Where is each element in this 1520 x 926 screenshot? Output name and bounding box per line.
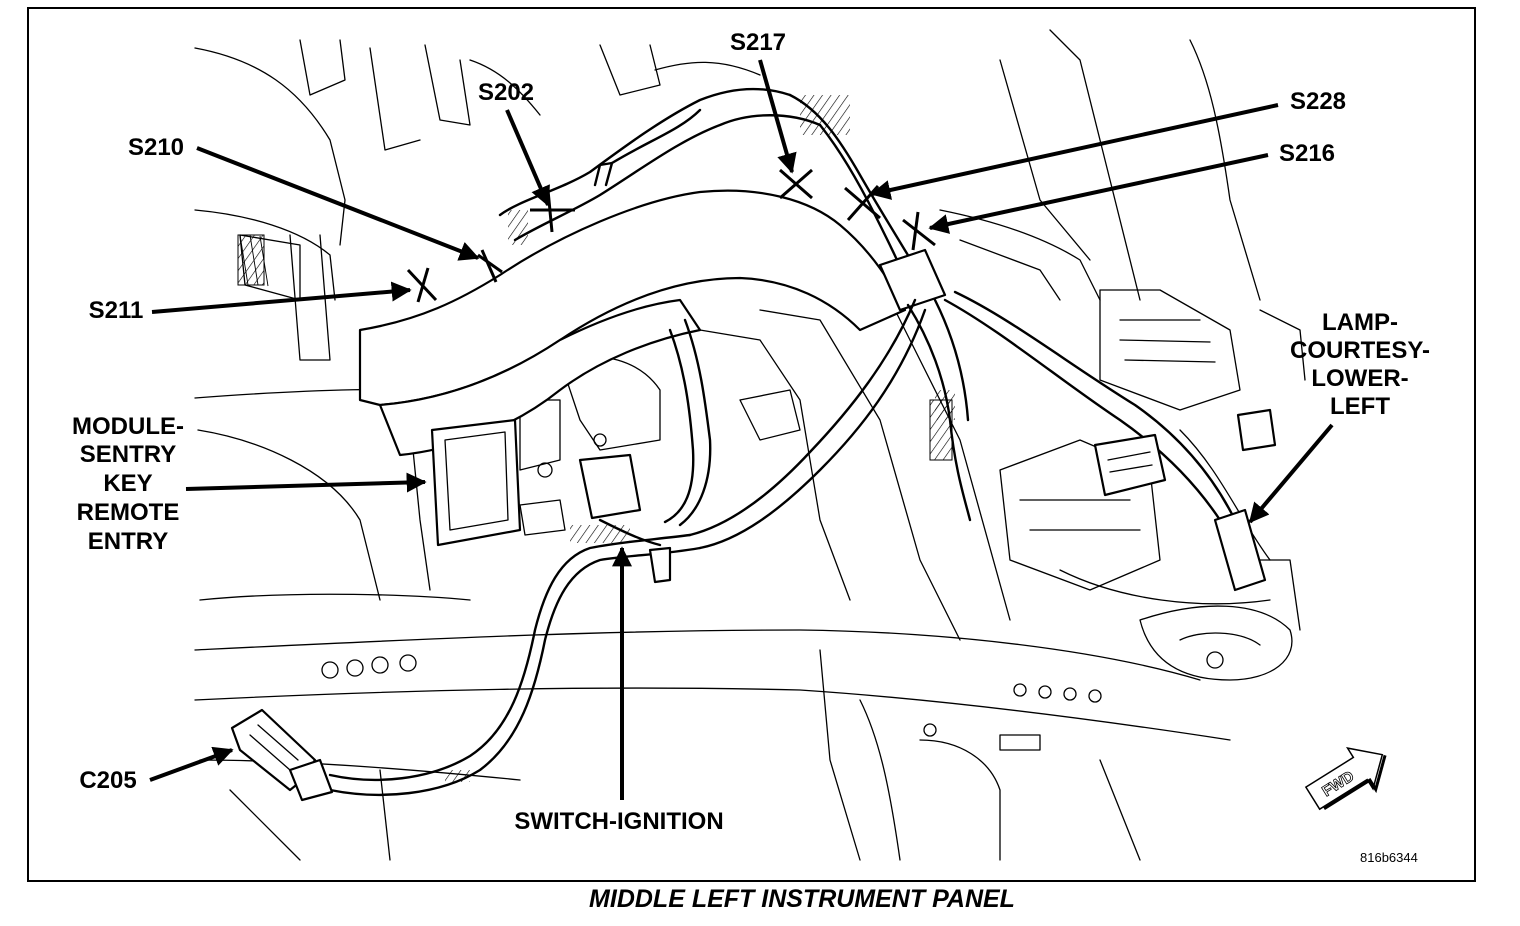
cross-car-beam — [358, 189, 907, 407]
leader-s210 — [196, 146, 480, 261]
leader-s217 — [758, 59, 797, 174]
leader-s202 — [505, 109, 550, 207]
diagram-frame — [27, 7, 1476, 882]
sentry-key-module — [430, 418, 566, 547]
leader-s211 — [151, 281, 412, 314]
label-c205: C205 — [79, 767, 136, 794]
svg-text:LAMP-: LAMP- — [1322, 309, 1398, 336]
svg-text:ENTRY: ENTRY — [88, 528, 168, 555]
svg-text:LEFT: LEFT — [1330, 393, 1390, 420]
leader-lamp — [1248, 423, 1334, 524]
callout-labels: S217 S202 S228 S210 S216 S211 LAMP- COUR… — [72, 29, 1430, 835]
diagram-caption: MIDDLE LEFT INSTRUMENT PANEL — [589, 885, 1015, 913]
fwd-arrow-badge: FWD — [1304, 747, 1387, 811]
splice-mark-s211 — [406, 267, 438, 303]
svg-text:COURTESY-: COURTESY- — [1290, 337, 1430, 364]
leader-s216 — [928, 153, 1269, 234]
label-s217: S217 — [730, 29, 786, 56]
svg-text:SENTRY: SENTRY — [80, 441, 176, 468]
svg-text:MODULE-: MODULE- — [72, 413, 184, 440]
figure-id: 816b6344 — [1360, 850, 1418, 865]
leader-s228 — [870, 103, 1279, 200]
splice-mark-s216 — [902, 211, 936, 251]
leader-module — [185, 472, 427, 493]
splice-mark-s217 — [779, 168, 813, 200]
label-s211: S211 — [89, 297, 144, 324]
svg-text:KEY: KEY — [103, 470, 152, 497]
splice-mark-s210 — [477, 249, 503, 283]
leader-lines — [149, 59, 1334, 800]
courtesy-lamp-connector — [1213, 508, 1267, 592]
wiring-harness — [230, 87, 1277, 802]
label-module-sentry-key-remote-entry: MODULE- SENTRY KEY REMOTE ENTRY — [72, 413, 184, 555]
label-switch-ignition: SWITCH-IGNITION — [514, 808, 723, 835]
label-s228: S228 — [1290, 88, 1346, 115]
label-s202: S202 — [478, 79, 534, 106]
svg-text:REMOTE: REMOTE — [77, 499, 180, 526]
label-s210: S210 — [128, 134, 184, 161]
svg-text:LOWER-: LOWER- — [1311, 365, 1408, 392]
label-s216: S216 — [1279, 140, 1335, 167]
leader-c205 — [149, 746, 234, 782]
label-lamp-courtesy-lower-left: LAMP- COURTESY- LOWER- LEFT — [1290, 309, 1430, 420]
